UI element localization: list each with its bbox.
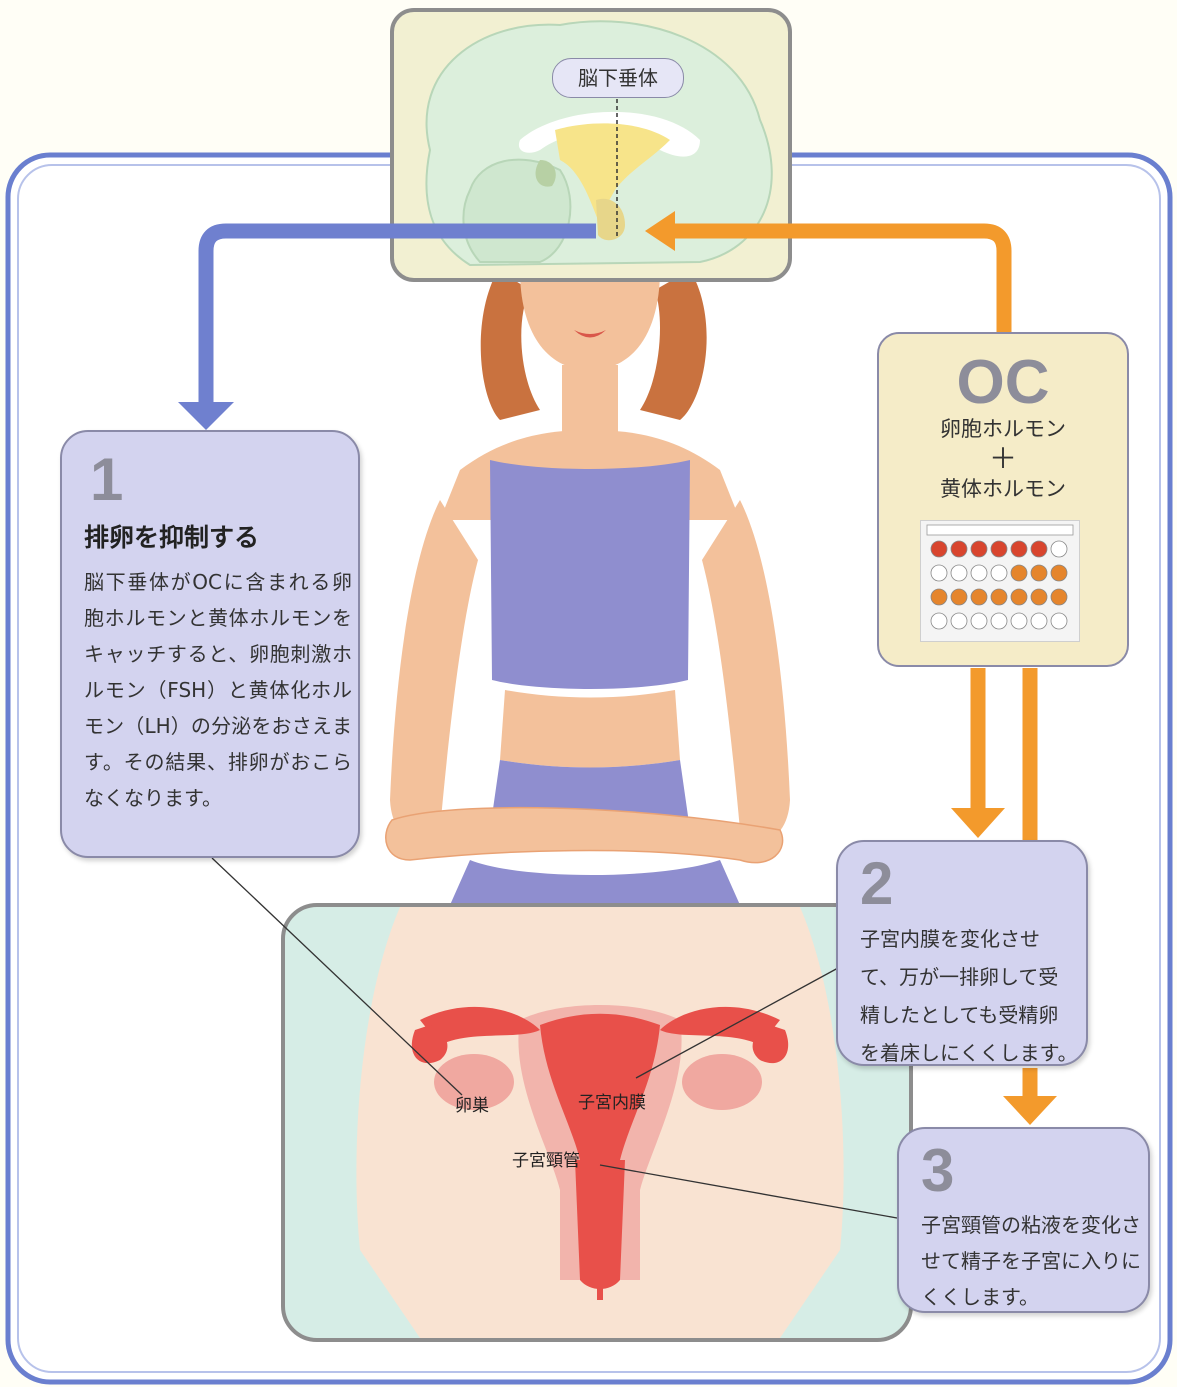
pill-dot [991,589,1007,605]
pill-dot [1031,613,1047,629]
callout-box-2: 2 子宮内膜を変化させて、万が一排卵して受精したとしても受精卵を着床しにくくしま… [836,840,1088,1066]
pituitary-label: 脳下垂体 [552,58,684,98]
pill-dot [931,589,947,605]
ovary-label: 卵巣 [455,1091,489,1116]
pill-dot [1011,613,1027,629]
uterus-illustration [356,907,843,1338]
pill-dot [1051,565,1067,581]
pill-dot [991,541,1007,557]
callout-heading-1: 排卵を抑制する [84,518,358,554]
pill-dot [971,613,987,629]
pill-dot [931,613,947,629]
callout-number-2: 2 [860,854,1086,914]
pill-dot [1031,541,1047,557]
pill-dot [1011,541,1027,557]
pill-dot [1051,613,1067,629]
callout-number-1: 1 [90,450,358,510]
pill-pack-image [920,520,1080,642]
pill-dot [951,589,967,605]
pill-dot [931,541,947,557]
pill-dot [931,565,947,581]
callout-box-3: 3 子宮頸管の粘液を変化させて精子を子宮に入りにくくします。 [897,1127,1150,1313]
pill-dot [991,613,1007,629]
callout-box-1: 1 排卵を抑制する 脳下垂体がOCに含まれる卵胞ホルモンと黄体ホルモンをキャッチ… [60,430,360,858]
pill-dot [951,565,967,581]
pill-dot [971,589,987,605]
callout-body-3: 子宮頸管の粘液を変化させて精子を子宮に入りにくくします。 [921,1207,1146,1315]
oc-line-2: 黄体ホルモン [879,474,1127,504]
pill-dot [1051,589,1067,605]
pill-dot [971,541,987,557]
oc-plus: ＋ [879,444,1127,474]
pill-dot [971,565,987,581]
pill-dot [991,565,1007,581]
oc-line-1: 卵胞ホルモン [879,414,1127,444]
callout-body-1: 脳下垂体がOCに含まれる卵胞ホルモンと黄体ホルモンをキャッチすると、卵胞刺激ホル… [84,564,352,816]
cervical-canal-label: 子宮頸管 [512,1146,580,1171]
endometrium-label: 子宮内膜 [578,1088,646,1113]
pill-dot [1031,565,1047,581]
pill-dot [1031,589,1047,605]
pill-dot [1011,565,1027,581]
oc-box: OC 卵胞ホルモン ＋ 黄体ホルモン [877,332,1129,667]
pill-dot [1051,541,1067,557]
pill-dot [1011,589,1027,605]
callout-body-2: 子宮内膜を変化させて、万が一排卵して受精したとしても受精卵を着床しにくくします。 [860,920,1078,1072]
pill-dot [951,613,967,629]
callout-number-3: 3 [921,1141,1148,1201]
oc-title: OC [879,352,1127,414]
pill-dot [951,541,967,557]
